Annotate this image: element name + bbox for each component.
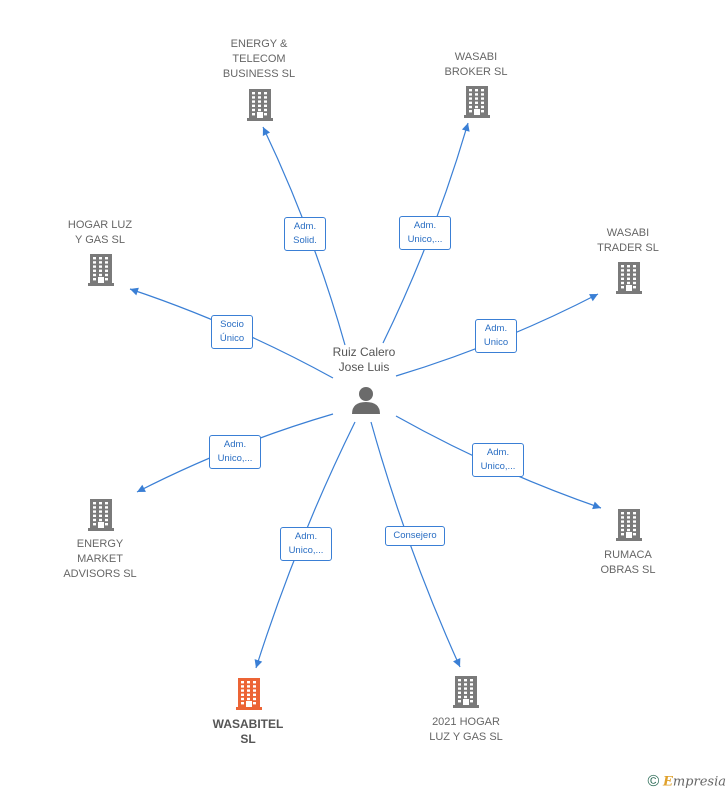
- arrow-head-2021-hogar: [453, 658, 461, 667]
- arrow-head-energy-market: [137, 484, 146, 492]
- edge-label-wasabi-broker[interactable]: Adm. Unico,...: [399, 216, 451, 250]
- node-label-rumaca-obras[interactable]: RUMACA OBRAS SL: [600, 549, 656, 576]
- watermark-brand-rest: mpresia: [672, 774, 726, 790]
- node-label-wasabi-broker[interactable]: WASABI BROKER SL: [444, 51, 508, 78]
- edge-label-hogar-luz-gas[interactable]: Socio Único: [211, 315, 253, 349]
- center-person-label[interactable]: Ruiz Calero Jose Luis: [332, 345, 396, 374]
- edge-label-wasabi-trader[interactable]: Adm. Unico: [475, 319, 517, 353]
- edge-line-2021-hogar: [370, 421, 461, 668]
- edge-label-2021-hogar[interactable]: Consejero: [385, 526, 445, 546]
- arrow-head-rumaca-obras: [592, 501, 601, 510]
- copyright-symbol: ©: [647, 773, 660, 790]
- edge-label-energy-telecom[interactable]: Adm. Solid.: [284, 217, 326, 251]
- node-label-energy-telecom[interactable]: ENERGY & TELECOM BUSINESS SL: [222, 38, 296, 80]
- edge-label-energy-market[interactable]: Adm. Unico,...: [209, 435, 261, 469]
- node-label-wasabi-trader[interactable]: WASABI TRADER SL: [597, 227, 659, 254]
- edge-label-rumaca-obras[interactable]: Adm. Unico,...: [472, 443, 524, 477]
- building-icon-wasabi-broker[interactable]: [464, 86, 490, 118]
- building-icon-2021-hogar[interactable]: [453, 676, 479, 708]
- node-label-energy-market[interactable]: ENERGY MARKET ADVISORS SL: [63, 538, 137, 580]
- arrow-head-hogar-luz-gas: [130, 287, 139, 296]
- node-label-2021-hogar[interactable]: 2021 HOGAR LUZ Y GAS SL: [429, 716, 503, 743]
- building-icon-wasabitel[interactable]: [236, 678, 262, 710]
- arrow-head-wasabitel: [254, 659, 263, 668]
- building-icon-energy-telecom[interactable]: [247, 89, 273, 121]
- building-icon-rumaca-obras[interactable]: [616, 509, 642, 541]
- edge-label-wasabitel[interactable]: Adm. Unico,...: [280, 527, 332, 561]
- arrow-head-energy-telecom: [262, 127, 271, 136]
- arrow-head-wasabi-trader: [589, 294, 598, 302]
- node-label-wasabitel[interactable]: WASABITEL SL: [212, 717, 284, 746]
- building-icon-hogar-luz-gas[interactable]: [88, 254, 114, 286]
- building-icon-energy-market[interactable]: [88, 499, 114, 531]
- arrow-head-wasabi-broker: [461, 123, 470, 132]
- node-label-hogar-luz-gas[interactable]: HOGAR LUZ Y GAS SL: [67, 219, 133, 246]
- building-icon-wasabi-trader[interactable]: [616, 262, 642, 294]
- empresia-watermark: © Empresia: [648, 773, 726, 791]
- watermark-brand-initial: E: [662, 774, 673, 790]
- person-icon[interactable]: [352, 387, 380, 414]
